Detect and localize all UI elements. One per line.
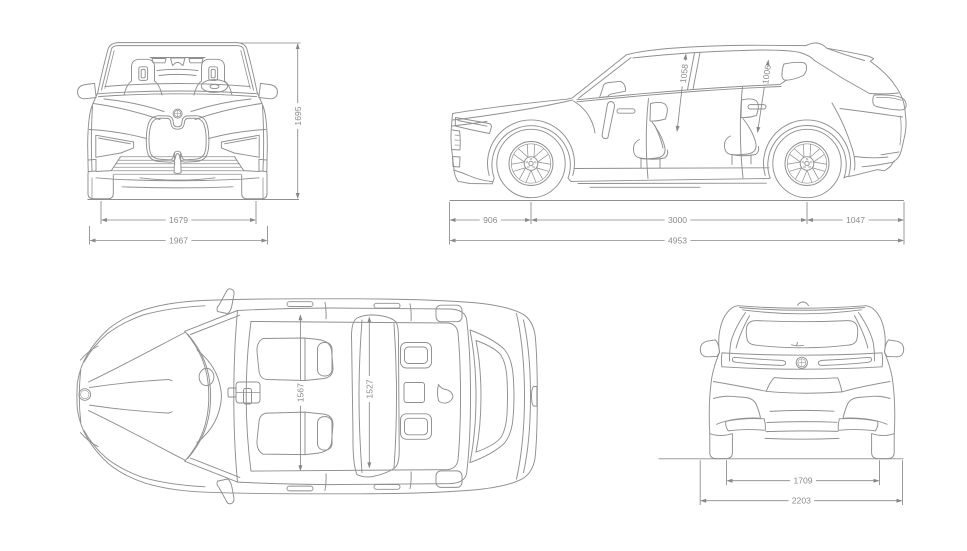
svg-text:1527: 1527 — [365, 379, 375, 398]
svg-text:3000: 3000 — [668, 215, 687, 225]
svg-text:4953: 4953 — [668, 236, 687, 246]
svg-text:1709: 1709 — [793, 476, 812, 486]
svg-text:1695: 1695 — [293, 106, 303, 125]
svg-text:1047: 1047 — [846, 215, 865, 225]
svg-text:1679: 1679 — [169, 215, 188, 225]
svg-text:1967: 1967 — [169, 236, 188, 246]
svg-text:1567: 1567 — [296, 383, 306, 402]
svg-text:2203: 2203 — [792, 496, 811, 506]
svg-text:906: 906 — [483, 215, 498, 225]
